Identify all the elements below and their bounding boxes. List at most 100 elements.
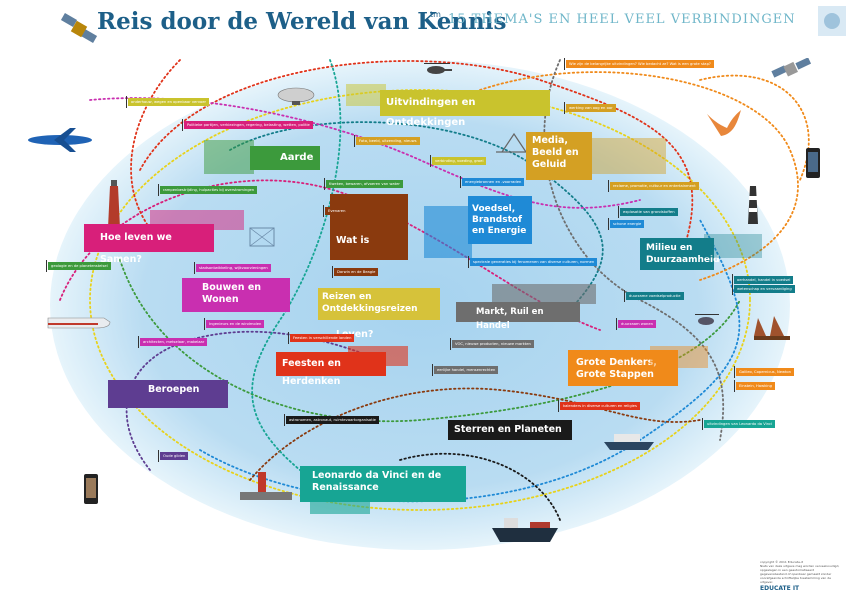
blimp-icon: [277, 87, 315, 105]
link-flag[interactable]: Evenaren: [322, 205, 349, 217]
link-label: spectrale generaties bij fenomenen van d…: [473, 260, 595, 264]
link-flag[interactable]: stadsontwikkeling, wijkvoorzieningen: [194, 262, 271, 274]
airplane-icon: [28, 128, 92, 152]
link-label: onderhouw, wegen en openbaar vervoer: [131, 100, 207, 104]
link-label: astronomen, astronaut, ruimtevaartorgani…: [289, 418, 376, 422]
link-label: Kweken, bewaren, afvoeren van water: [329, 182, 400, 186]
theme-label: Leonardo da Vinci en de Renaissance: [312, 470, 442, 493]
publisher-logo: EDUCATE IT: [760, 585, 800, 592]
link-label: Feesten in verschillende landen: [293, 336, 352, 340]
copyright-line: copyright © 2011 Educate-it: [760, 560, 804, 564]
lighthouse-icon: [748, 186, 758, 224]
link-flag[interactable]: uitvindingen van Leonardo da Vinci: [701, 418, 776, 430]
theme-label: Bouwen en Wonen: [202, 282, 262, 305]
link-flag[interactable]: eerlijke handel, mensenrechten: [431, 364, 499, 376]
link-flag[interactable]: Kweken, bewaren, afvoeren van water: [324, 178, 403, 190]
theme-wat-is-leven[interactable]: Wat is Leven?: [330, 194, 408, 340]
satellite-icon: [771, 58, 812, 78]
link-flag[interactable]: Galileo, Copernicus, Newton: [733, 366, 795, 378]
link-flag[interactable]: oerhandel, handel in voedsel: [731, 274, 794, 286]
link-flag[interactable]: Politieke partijen, verkiezingen, regeri…: [182, 119, 313, 131]
link-label: Wie zijn de belangrijke uitvindingen? Wi…: [569, 62, 711, 66]
link-label: Politieke partijen, verkiezingen, regeri…: [187, 123, 310, 127]
theme-label: Markt, Ruil en Handel: [476, 307, 544, 331]
theme-label: Wat is Leven?: [336, 235, 374, 340]
ship-icon: [604, 434, 654, 450]
satellite-icon: [60, 13, 98, 43]
theme-media-beeld-en-geluid[interactable]: Media, Beeld en Geluid: [526, 132, 592, 180]
theme-leonardo-da-vinci-en-de-renaissance[interactable]: Leonardo da Vinci en de Renaissance: [300, 466, 466, 502]
theme-sterren-en-planeten[interactable]: Sterren en Planeten: [448, 420, 572, 440]
link-flag[interactable]: onderhouw, wegen en openbaar vervoer: [125, 96, 210, 108]
link-label: kalenders in diverse culturen en religie…: [563, 404, 637, 408]
theme-ghost: [588, 138, 666, 174]
link-flag[interactable]: Darwin en de Beagle: [331, 266, 379, 278]
lighthouse-icon: [108, 180, 120, 228]
theme-reizen-en-ontdekkingsreizen[interactable]: Reizen en Ontdekkingsreizen: [318, 288, 440, 320]
theme-label: Uitvindingen en Ontdekkingen: [386, 97, 476, 128]
theme-uitvindingen-en-ontdekkingen[interactable]: Uitvindingen en Ontdekkingen: [380, 90, 550, 128]
phone-icon: [806, 148, 820, 178]
helicopter-icon: [424, 63, 452, 74]
theme-ghost: [310, 500, 370, 514]
link-flag[interactable]: geologie en de planetenstelsel: [46, 260, 111, 272]
link-label: geologie en de planetenstelsel: [51, 264, 108, 268]
link-label: explosatie van grondstoffen: [623, 210, 675, 214]
link-label: Darwin en de Beagle: [337, 270, 376, 274]
link-label: Galileo, Copernicus, Newton: [739, 370, 792, 374]
link-label: oerhandel, handel in voedsel: [737, 278, 791, 282]
theme-label: Milieu en Duurzaamheid: [646, 243, 720, 265]
link-flag[interactable]: werking van oog en oor: [564, 102, 616, 114]
link-label: energiebronnen en -voorraden: [465, 180, 522, 184]
link-flag[interactable]: Feesten in verschillende landen: [287, 332, 355, 344]
link-flag[interactable]: energiebronnen en -voorraden: [459, 176, 525, 188]
link-label: verbinding, voeding, groei: [435, 159, 484, 163]
link-flag[interactable]: astronomen, astronaut, ruimtevaartorgani…: [284, 414, 379, 426]
link-flag[interactable]: explosatie van grondstoffen: [618, 206, 678, 218]
link-label: duurzame voedselproductie: [629, 294, 681, 298]
theme-markt-ruil-en-handel[interactable]: Markt, Ruil en Handel: [456, 302, 580, 331]
link-flag[interactable]: architecten, metselaar, makelaar: [137, 336, 208, 348]
link-label: rampenbestrijding, hulpacties bij overst…: [163, 188, 255, 192]
theme-label: Media, Beeld en Geluid: [532, 135, 579, 170]
link-flag[interactable]: kalenders in diverse culturen en religie…: [558, 400, 640, 412]
theme-milieu-en-duurzaamheid[interactable]: Milieu en Duurzaamheid: [640, 238, 720, 270]
theme-voedsel-brandstof-en-energie[interactable]: Voedsel, Brandstof en Energie: [468, 196, 532, 244]
theme-ghost: [424, 206, 472, 258]
link-flag[interactable]: Wie zijn de belangrijke uitvindingen? Wi…: [564, 58, 714, 70]
bird-icon: [707, 110, 741, 136]
link-flag[interactable]: spectrale generaties bij fenomenen van d…: [467, 256, 598, 268]
theme-label: Aarde: [280, 152, 314, 163]
link-flag[interactable]: verbinding, voeding, groei: [429, 155, 487, 167]
link-label: architecten, metselaar, makelaar: [143, 340, 205, 344]
link-label: Foto, beeld, uitzending, nieuws: [359, 139, 417, 143]
link-flag[interactable]: duurzame voedselproductie: [624, 290, 684, 302]
link-flag[interactable]: wetenschap en vervaardiging: [732, 283, 795, 295]
link-label: Evenaren: [328, 209, 346, 213]
theme-ghost: [150, 210, 244, 230]
link-flag[interactable]: Einstein, Hawking: [734, 380, 775, 392]
train-icon: [47, 317, 111, 329]
theme-bouwen-en-wonen[interactable]: Bouwen en Wonen: [182, 278, 290, 312]
link-flag[interactable]: schone energie: [607, 218, 645, 230]
theme-grote-denkers-grote-stappen[interactable]: Grote Denkers, Grote Stappen: [568, 350, 678, 386]
theme-ghost: [704, 234, 762, 258]
theme-label: Beroepen: [148, 384, 200, 395]
link-flag[interactable]: Ingenieurs en de windmolen: [203, 318, 265, 330]
sailing-ships-icon: [754, 316, 790, 340]
link-flag[interactable]: Oude gilden: [157, 450, 189, 462]
theme-label: Voedsel, Brandstof en Energie: [472, 204, 527, 236]
link-label: wetenschap en vervaardiging: [737, 287, 792, 291]
link-flag[interactable]: Foto, beeld, uitzending, nieuws: [354, 135, 420, 147]
link-label: VOC, nieuwe producten, nieuwe markten: [455, 342, 531, 346]
lighthouse-icon: [240, 472, 292, 500]
link-flag[interactable]: reclame, promotie, cultuur en entertainm…: [608, 180, 699, 192]
theme-aarde[interactable]: Aarde: [250, 146, 320, 170]
link-flag[interactable]: rampenbestrijding, hulpacties bij overst…: [157, 184, 258, 196]
link-flag[interactable]: duurzaam wonen: [616, 318, 656, 330]
theme-label: Sterren en Planeten: [454, 424, 562, 435]
theme-beroepen[interactable]: Beroepen: [108, 380, 228, 408]
copyright-text: copyright © 2011 Educate-it Niets van de…: [760, 560, 840, 584]
link-flag[interactable]: VOC, nieuwe producten, nieuwe markten: [450, 338, 534, 350]
